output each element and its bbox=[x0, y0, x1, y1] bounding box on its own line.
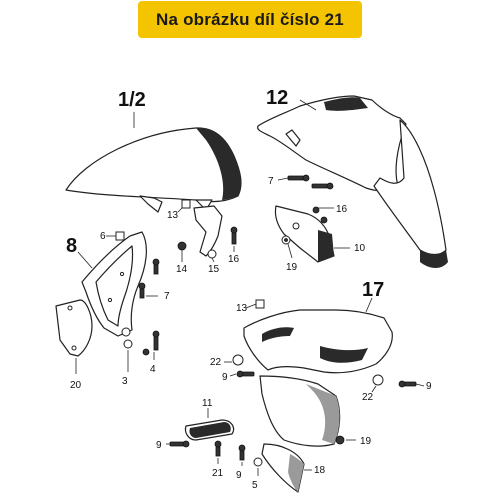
clip-13-top-hw bbox=[181, 199, 191, 209]
nut-14-hw bbox=[177, 241, 187, 251]
callout-1-2: 1/2 bbox=[118, 89, 146, 111]
title-banner: Na obrázku díl číslo 21 bbox=[138, 1, 362, 38]
washer-5-hw bbox=[253, 457, 263, 467]
callout-21: 21 bbox=[212, 468, 224, 479]
clip-13-bottom-hw bbox=[255, 299, 265, 309]
callout-4: 4 bbox=[150, 364, 156, 375]
callout-6: 6 bbox=[100, 231, 106, 242]
callout-3: 3 bbox=[122, 376, 128, 387]
callout-13-bottom: 13 bbox=[236, 303, 248, 314]
callout-16-left: 16 bbox=[228, 254, 240, 265]
callout-9-left-upper: 9 bbox=[222, 372, 228, 383]
bracket-15-part bbox=[193, 205, 223, 259]
plate-11-part bbox=[184, 419, 235, 441]
inner-shield-17-part bbox=[243, 309, 393, 447]
callout-10: 10 bbox=[354, 243, 366, 254]
callout-7-right: 7 bbox=[268, 176, 274, 187]
side-panel-8-part bbox=[81, 231, 147, 337]
screw-16-left-hw bbox=[230, 226, 238, 245]
washer-3-hw bbox=[121, 327, 133, 349]
washer-22-left-hw bbox=[232, 354, 244, 366]
callout-19-right: 19 bbox=[286, 262, 298, 273]
title-banner-text: Na obrázku díl číslo 21 bbox=[156, 10, 344, 29]
screw-9-bottom-middle-hw bbox=[238, 444, 246, 461]
callout-18: 18 bbox=[314, 465, 326, 476]
screw-9-right-hw bbox=[398, 380, 417, 388]
callout-9-right: 9 bbox=[426, 381, 432, 392]
screw-9-bottom-left-hw bbox=[169, 440, 190, 448]
callout-11: 11 bbox=[202, 398, 213, 409]
callout-7-left: 7 bbox=[164, 291, 170, 302]
bracket-20-part bbox=[55, 299, 93, 357]
callout-22-right: 22 bbox=[362, 392, 374, 403]
callout-22-left: 22 bbox=[210, 357, 222, 368]
callout-5: 5 bbox=[252, 480, 258, 491]
callout-13-top: 13 bbox=[167, 210, 179, 221]
flap-18-part bbox=[261, 443, 305, 493]
screw-7-left-hw bbox=[138, 258, 160, 299]
front-mudguard-part bbox=[65, 127, 242, 213]
callout-14: 14 bbox=[176, 264, 188, 275]
nut-19-bottom-hw bbox=[335, 435, 345, 445]
nut-19-right-hw bbox=[281, 235, 291, 245]
washer-22-right-hw bbox=[372, 374, 384, 386]
screw-4-hw bbox=[142, 330, 160, 356]
nut-16-right-hw bbox=[312, 206, 328, 224]
callout-8: 8 bbox=[66, 235, 77, 257]
callout-16-right: 16 bbox=[336, 204, 348, 215]
callout-19-bottom: 19 bbox=[360, 436, 372, 447]
callout-15: 15 bbox=[208, 264, 220, 275]
callout-20: 20 bbox=[70, 380, 82, 391]
bracket-10-part bbox=[274, 205, 335, 263]
rear-cowl-part bbox=[257, 95, 448, 268]
screw-9-left-upper-hw bbox=[236, 370, 255, 378]
callout-17: 17 bbox=[362, 279, 384, 301]
clip-6-hw bbox=[115, 231, 125, 241]
callout-9-bottom-middle: 9 bbox=[236, 470, 242, 481]
screw-21-hw bbox=[214, 440, 222, 457]
screw-7-right-hw bbox=[287, 174, 334, 190]
callout-12: 12 bbox=[266, 87, 288, 109]
callout-9-bottom-left: 9 bbox=[156, 440, 162, 451]
